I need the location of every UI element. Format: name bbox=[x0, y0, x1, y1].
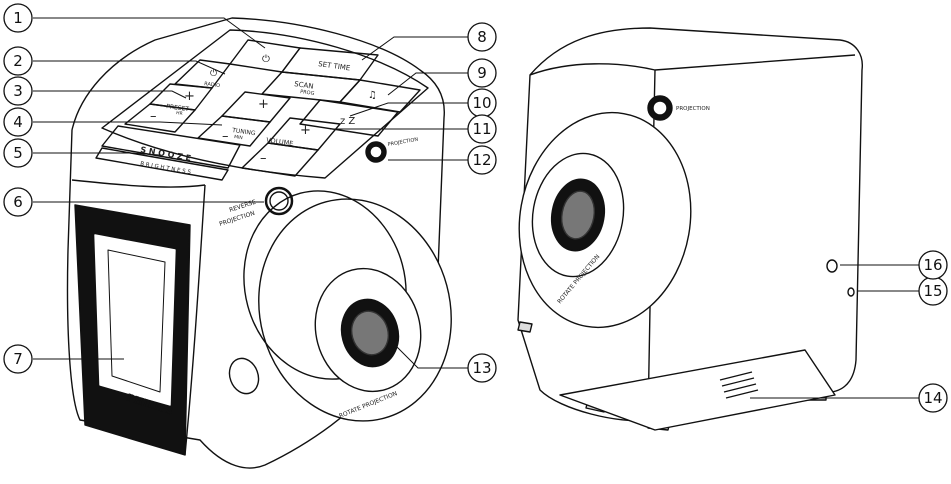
callout-1: 1 bbox=[3, 3, 33, 33]
callouts: 1 2 3 4 5 6 7 8 9 10 11 12 13 14 15 16 bbox=[3, 3, 948, 413]
volume-plus-symbol: + bbox=[300, 123, 311, 138]
brightness-strip bbox=[95, 147, 229, 181]
svg-text:4: 4 bbox=[13, 113, 23, 131]
svg-text:11: 11 bbox=[472, 120, 491, 138]
callout-14: 14 bbox=[918, 383, 948, 413]
power-icon-2: ⏻ bbox=[210, 68, 217, 79]
svg-text:3: 3 bbox=[13, 82, 23, 100]
callout-8: 8 bbox=[467, 22, 497, 52]
reverse-projection-button-ring bbox=[269, 191, 289, 211]
sleep-icon: ♫ bbox=[368, 90, 377, 101]
projector-lens bbox=[351, 310, 389, 356]
callout-6: 6 bbox=[3, 187, 33, 217]
zz-label: z Z bbox=[340, 116, 355, 127]
callout-7: 7 bbox=[3, 344, 33, 374]
prog-label: PROG bbox=[300, 89, 315, 97]
svg-text:12: 12 bbox=[472, 151, 491, 169]
svg-text:7: 7 bbox=[13, 350, 23, 368]
tuning-label: TUNING bbox=[231, 127, 257, 137]
side-knob bbox=[228, 357, 260, 395]
tuning-minus-button[interactable] bbox=[197, 115, 271, 147]
sleep-button[interactable] bbox=[339, 79, 421, 113]
preset-minus-button[interactable] bbox=[124, 103, 196, 133]
power-icon-1: ⏻ bbox=[262, 54, 270, 65]
rear-device bbox=[517, 27, 863, 431]
callout-13: 13 bbox=[467, 353, 497, 383]
volume-minus-button[interactable] bbox=[241, 142, 319, 177]
battery-compartment[interactable] bbox=[559, 349, 836, 431]
callout-leaders bbox=[33, 17, 923, 399]
snooze-bar[interactable] bbox=[101, 125, 241, 169]
projection-side-label: PROJECTION bbox=[387, 137, 419, 148]
svg-text:16: 16 bbox=[923, 256, 942, 274]
callout-10: 10 bbox=[467, 88, 497, 118]
battery-vents bbox=[719, 371, 759, 399]
callout-11: 11 bbox=[467, 114, 497, 144]
projection-button-front-inner bbox=[369, 145, 383, 159]
callout-16: 16 bbox=[918, 250, 948, 280]
callout-15: 15 bbox=[918, 276, 948, 306]
callout-2: 2 bbox=[3, 46, 33, 76]
rear-top-edge bbox=[529, 54, 856, 76]
radio-label: RADIO bbox=[204, 81, 221, 89]
svg-text:5: 5 bbox=[13, 144, 23, 162]
svg-text:2: 2 bbox=[13, 52, 23, 70]
projection-button-rear-inner bbox=[652, 100, 668, 116]
rear-foot-4 bbox=[517, 321, 533, 333]
projection-label-rear: PROJECTION bbox=[676, 106, 710, 112]
display-screen-inner bbox=[107, 249, 166, 393]
svg-text:8: 8 bbox=[477, 28, 487, 46]
svg-text:9: 9 bbox=[477, 64, 487, 82]
volume-label: VOLUME bbox=[266, 136, 294, 148]
left-face-top-edge bbox=[71, 179, 206, 188]
front-face-edge bbox=[184, 184, 206, 456]
callout-5: 5 bbox=[3, 138, 33, 168]
svg-text:1: 1 bbox=[13, 9, 23, 27]
fm-antenna-socket bbox=[847, 287, 855, 297]
rear-lens bbox=[561, 190, 595, 240]
callout-12: 12 bbox=[467, 145, 497, 175]
tuning-plus-symbol: + bbox=[258, 97, 269, 112]
callout-9: 9 bbox=[467, 58, 497, 88]
svg-text:10: 10 bbox=[472, 94, 491, 112]
dc-in-socket bbox=[826, 259, 838, 273]
scan-label: SCAN bbox=[294, 80, 314, 91]
svg-text:6: 6 bbox=[13, 193, 23, 211]
preset-plus-symbol: + bbox=[184, 89, 195, 104]
svg-text:15: 15 bbox=[923, 282, 942, 300]
min-label: MIN bbox=[234, 134, 243, 141]
preset-minus-symbol: – bbox=[150, 109, 157, 124]
svg-text:13: 13 bbox=[472, 359, 491, 377]
callout-3: 3 bbox=[3, 76, 33, 106]
preset-label: PRESET bbox=[166, 103, 190, 113]
volume-minus-symbol: – bbox=[260, 151, 267, 166]
hr-label: HR bbox=[176, 110, 183, 117]
svg-text:14: 14 bbox=[923, 389, 942, 407]
callout-4: 4 bbox=[3, 107, 33, 137]
tuning-minus-symbol: – bbox=[222, 129, 229, 144]
control-panel bbox=[101, 29, 429, 179]
